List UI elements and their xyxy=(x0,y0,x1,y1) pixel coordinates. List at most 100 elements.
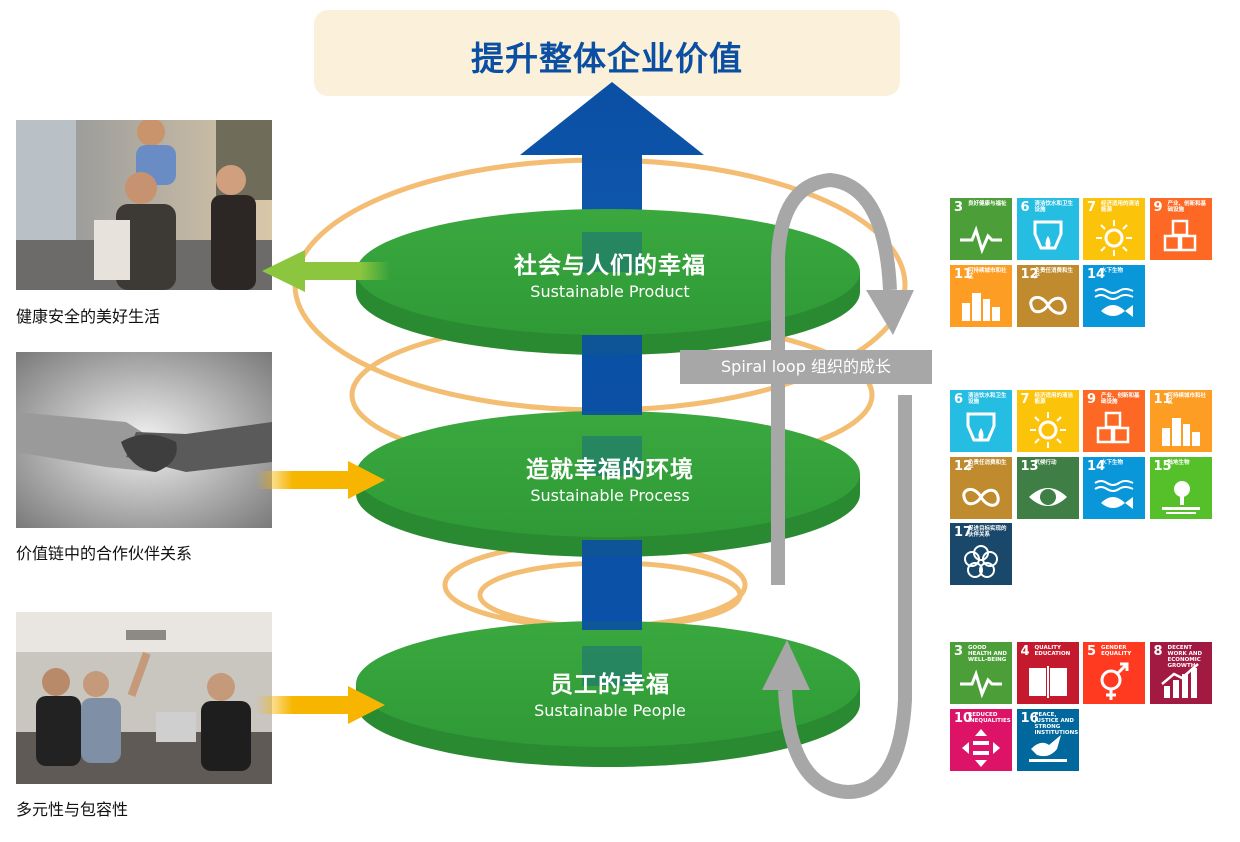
sdg-tile-5: 5 GENDER EQUALITY xyxy=(1083,642,1145,704)
sdg-name: 产业、创新和基础设施 xyxy=(1101,393,1140,405)
sdg-name: 气候行动 xyxy=(1034,459,1057,466)
dove-icon xyxy=(1028,734,1067,762)
growth-chart-icon xyxy=(1160,663,1199,698)
infinity-icon xyxy=(962,487,1000,507)
water-drop-icon xyxy=(1033,220,1062,250)
spiral-loop-label: Spiral loop 组织的成长 xyxy=(680,350,932,384)
sdg-name: GOOD HEALTH AND WELL-BEING xyxy=(968,645,1007,663)
sdg-number: 14 xyxy=(1087,458,1106,474)
sdg-tile-9: 9 产业、创新和基础设施 xyxy=(1149,198,1212,260)
water-drop-icon xyxy=(966,412,996,442)
sdg-number: 6 xyxy=(954,392,964,407)
disc-people xyxy=(356,621,860,767)
cubes-icon xyxy=(1163,219,1196,252)
level-people-label: 员工的幸福 Sustainable People xyxy=(534,672,686,720)
spiral-arrowhead-bottom xyxy=(762,640,810,690)
sdg-number: 6 xyxy=(1020,200,1030,215)
sdg-number: 11 xyxy=(1153,392,1172,407)
photo-handshake xyxy=(16,352,272,528)
sdg-name: DECENT WORK AND ECONOMIC GROWTH xyxy=(1167,645,1203,669)
sdg-name: 产业、创新和基础设施 xyxy=(1167,201,1207,213)
sdg-number: 5 xyxy=(1087,644,1097,659)
level-process-label: 造就幸福的环境 Sustainable Process xyxy=(526,457,694,505)
sdg-name: 可持续城市和社区 xyxy=(1167,393,1207,405)
title-banner: 提升整体企业价值 xyxy=(314,10,900,96)
sdg-name: REDUCED INEQUALITIES xyxy=(968,711,1011,724)
sdg-number: 17 xyxy=(954,525,973,540)
sdg-number: 9 xyxy=(1087,392,1097,407)
sdg-number: 14 xyxy=(1087,266,1106,282)
sdg-number: 11 xyxy=(954,266,973,282)
sdg-tile-6: 6 清洁饮水和卫生设施 xyxy=(950,390,1012,452)
city-icon xyxy=(962,292,1000,321)
sdg-number: 8 xyxy=(1153,644,1163,659)
equal-icon xyxy=(962,728,1000,767)
photo-caption-2: 价值链中的合作伙伴关系 xyxy=(16,544,193,563)
sdg-name: 负责任消费和生产 xyxy=(1034,267,1074,280)
sdg-name: 清洁饮水和卫生设施 xyxy=(1034,201,1074,213)
sdg-tile-3: 3 GOOD HEALTH AND WELL-BEING xyxy=(950,642,1012,704)
flower-icon xyxy=(964,545,998,578)
disc-process xyxy=(356,411,860,557)
sdg-tile-7: 7 经济适用的清洁能源 xyxy=(1016,390,1079,452)
sdg-number: 13 xyxy=(1020,458,1039,474)
sdg-name: 促进目标实现的伙伴关系 xyxy=(968,526,1007,538)
level-product-label: 社会与人们的幸福 Sustainable Product xyxy=(514,253,706,301)
heartbeat-icon xyxy=(960,225,1002,255)
city-icon xyxy=(1161,418,1200,446)
sdg-name: PEACE, JUSTICE AND STRONG INSTITUTIONS xyxy=(1034,711,1079,736)
sdg-number: 7 xyxy=(1087,200,1097,215)
infinity-icon xyxy=(1028,295,1067,315)
yellow-arrow-process xyxy=(256,461,385,499)
sdg-number: 3 xyxy=(954,644,964,659)
sdg-name: 可持续城市和社区 xyxy=(968,267,1007,280)
eye-globe-icon xyxy=(1028,487,1067,506)
sdg-name: 负责任消费和生产 xyxy=(968,459,1007,472)
spiral-loop-arrows xyxy=(771,172,912,800)
disc-product xyxy=(356,209,860,355)
tree-icon xyxy=(1161,480,1200,514)
photo-team xyxy=(16,612,272,784)
sdg-number: 3 xyxy=(954,200,964,215)
sun-icon xyxy=(1029,412,1066,448)
page-title: 提升整体企业价值 xyxy=(471,39,743,78)
sdg-tile-8: 8 DECENT WORK AND ECONOMIC GROWTH xyxy=(1149,642,1212,704)
sdg-number: 9 xyxy=(1153,200,1163,215)
sdg-name: 水下生物 xyxy=(1101,267,1124,274)
fish-icon xyxy=(1094,287,1134,317)
sdg-number: 12 xyxy=(1020,266,1039,282)
sdg-number: 12 xyxy=(954,458,973,474)
sdg-number: 10 xyxy=(954,710,973,726)
photo-caption-1: 健康安全的美好生活 xyxy=(16,307,161,326)
sdg-name: 清洁饮水和卫生设施 xyxy=(968,393,1007,405)
book-icon xyxy=(1028,666,1067,698)
sun-icon xyxy=(1096,220,1132,256)
sdg-number: 7 xyxy=(1020,392,1030,407)
sdg-number: 4 xyxy=(1020,644,1030,659)
sdg-name: GENDER EQUALITY xyxy=(1101,645,1132,657)
sdg-tile-7: 7 经济适用的清洁能源 xyxy=(1083,198,1145,260)
green-arrow-left xyxy=(262,250,390,292)
sdg-name: 经济适用的清洁能源 xyxy=(1101,201,1140,213)
fish-icon xyxy=(1094,479,1134,509)
sdg-name: 水下生物 xyxy=(1101,459,1124,466)
sdg-tile-6: 6 清洁饮水和卫生设施 xyxy=(1016,198,1079,260)
sdg-number: 16 xyxy=(1020,710,1039,726)
sdg-tile-9: 9 产业、创新和基础设施 xyxy=(1083,390,1145,452)
gender-icon xyxy=(1100,662,1129,700)
cubes-icon xyxy=(1096,411,1130,444)
sdg-name: 经济适用的清洁能源 xyxy=(1034,393,1074,405)
sdg-name: 陆地生物 xyxy=(1167,459,1190,466)
photo-caption-3: 多元性与包容性 xyxy=(16,800,129,819)
